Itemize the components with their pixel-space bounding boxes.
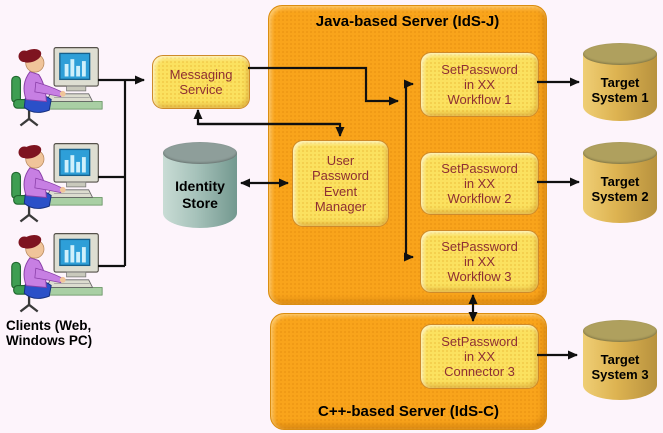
identity-store-label: Identity Store — [175, 178, 225, 211]
cpp-server-title: C++-based Server (IdS-C) — [318, 403, 499, 420]
target-system-3-label: Target System 3 — [591, 352, 649, 383]
client-workstation-icon — [6, 42, 106, 135]
identity-store-cylinder: Identity Store — [163, 142, 237, 228]
cylinder-body — [583, 54, 657, 121]
cylinder-top — [583, 320, 657, 342]
cylinder-top — [583, 142, 657, 164]
clients-caption: Clients (Web, Windows PC) — [6, 318, 93, 349]
setpassword-connector-3-node: SetPassword in XX Connector 3 — [420, 324, 539, 389]
setpassword-workflow-2-node: SetPassword in XX Workflow 2 — [420, 152, 539, 215]
cylinder-body — [163, 153, 237, 228]
target-system-2-cylinder: Target System 2 — [583, 142, 657, 223]
client-workstation-icon — [6, 228, 106, 321]
target-system-3-cylinder: Target System 3 — [583, 320, 657, 400]
cylinder-top — [163, 142, 237, 164]
cylinder-body — [583, 331, 657, 400]
client-workstation-icon — [6, 138, 106, 231]
user-password-event-manager-node: User Password Event Manager — [292, 140, 389, 227]
java-server-title: Java-based Server (IdS-J) — [315, 13, 500, 30]
cylinder-top — [583, 43, 657, 65]
setpassword-workflow-3-node: SetPassword in XX Workflow 3 — [420, 230, 539, 293]
target-system-1-label: Target System 1 — [591, 75, 649, 106]
messaging-service-node: Messaging Service — [152, 55, 250, 109]
target-system-1-cylinder: Target System 1 — [583, 43, 657, 121]
cylinder-body — [583, 153, 657, 223]
setpassword-workflow-1-node: SetPassword in XX Workflow 1 — [420, 52, 539, 117]
target-system-2-label: Target System 2 — [591, 174, 649, 205]
